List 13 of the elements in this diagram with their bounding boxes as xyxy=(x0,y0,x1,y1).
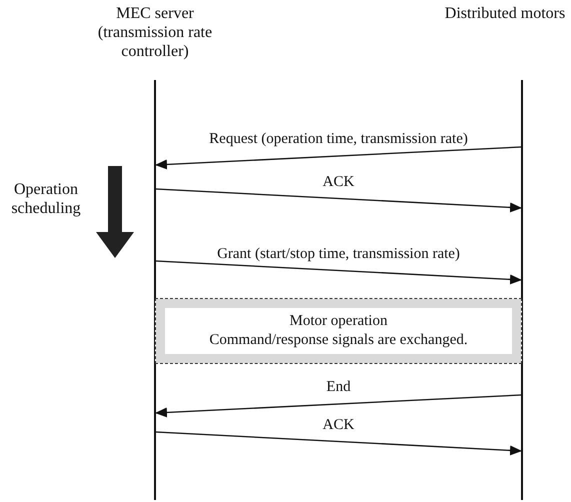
arrow xyxy=(156,431,522,456)
operation-box xyxy=(155,298,522,364)
arrow xyxy=(156,260,522,284)
box-text: Command/response signals are exchanged. xyxy=(209,331,468,350)
edge-label: Grant (start/stop time, transmission rate) xyxy=(215,246,462,262)
lifeline-header: MEC server (transmission rate controller) xyxy=(96,4,214,61)
annotation-text: Operation scheduling xyxy=(10,180,82,218)
arrow xyxy=(156,188,522,212)
arrow xyxy=(155,394,522,418)
box-text: Motor operation xyxy=(290,312,388,331)
edge-label: Request (operation time, transmission rate) xyxy=(207,131,470,148)
arrow xyxy=(155,146,522,170)
lifeline-header: Distributed motors xyxy=(444,4,566,23)
